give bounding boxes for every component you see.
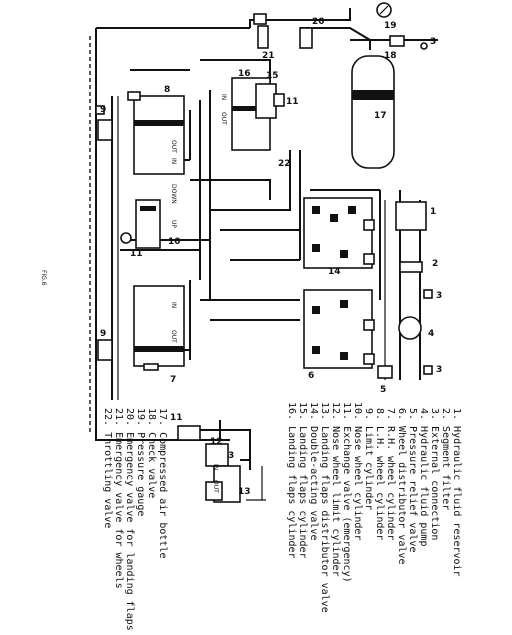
svg-text:OUT: OUT [170, 330, 177, 343]
figure-label: FIG.6 [40, 270, 47, 286]
callout-9b: 9 [100, 329, 106, 339]
port-labels: OUT IN DOWN UP IN OUT IN OUT IN OUT [170, 94, 227, 493]
svg-text:IN: IN [212, 464, 219, 470]
legend-item-7: 7. R.H. wheel cylinder [385, 408, 396, 540]
callout-18: 18 [384, 51, 397, 61]
flaps-distributor [177, 425, 266, 503]
callout-numbers: 21 20 19 18 3 17 16 15 22 11 8 9 10 11 9… [100, 17, 442, 497]
lh-wheel-cylinder [127, 91, 185, 175]
callout-3b: 3 [436, 291, 442, 301]
callout-13: 13 [238, 487, 251, 497]
legend-item-13: 13. Landing flaps distributor valve [319, 402, 330, 613]
legend-item-4: 4. Hydraulic fluid pump [418, 408, 429, 546]
callout-14: 14 [328, 267, 341, 277]
callout-6: 6 [308, 371, 314, 381]
svg-text:OUT: OUT [212, 480, 219, 493]
legend-item-17: 17. Compressed air bottle [157, 408, 168, 559]
callout-21: 21 [262, 51, 275, 61]
callout-10: 10 [168, 237, 181, 247]
legend-item-9: 9. Limit cylinder [363, 408, 374, 510]
legend-item-15: 15. Landing flaps cylinder [297, 402, 308, 559]
legend-item-11: 11. Exchange valve (emergency) [341, 402, 352, 583]
callout-17: 17 [374, 111, 387, 121]
callout-3c: 3 [436, 365, 442, 375]
callout-7: 7 [170, 375, 176, 385]
callout-22: 22 [278, 159, 291, 169]
callout-5: 5 [380, 385, 386, 395]
svg-text:OUT: OUT [220, 112, 227, 125]
legend-item-12: 12. Nose wheel limit cylinder [330, 402, 341, 577]
distributor-valves [303, 197, 375, 369]
svg-text:DOWN: DOWN [170, 184, 177, 204]
callout-16: 16 [238, 69, 251, 79]
svg-text:OUT: OUT [170, 140, 177, 153]
legend-item-20: 20. Emergency valve for landing flaps [124, 408, 135, 631]
nose-wheel-cylinder [120, 199, 161, 249]
compressed-air-bottle [351, 55, 395, 169]
legend: 1. Hydraulic fluid reservoir 2. Segment … [102, 402, 462, 631]
svg-text:UP: UP [170, 220, 177, 228]
legend-item-3: 3. External connection [429, 408, 440, 540]
circuit-lines [89, 8, 430, 470]
svg-text:IN: IN [170, 302, 177, 308]
legend-item-8: 8. L.H. wheel cylinder [374, 408, 385, 540]
callout-11c: 11 [170, 413, 183, 423]
legend-item-18: 18. Check valve [146, 408, 157, 498]
svg-text:IN: IN [220, 94, 227, 100]
legend-item-16: 16. Landing flaps cylinder [286, 402, 297, 559]
callout-11a: 11 [286, 97, 299, 107]
callout-8: 8 [164, 85, 170, 95]
legend-item-19: 19. Pressure gauge [135, 408, 146, 516]
svg-text:IN: IN [170, 158, 177, 164]
callout-9a: 9 [100, 105, 106, 115]
legend-item-5: 5. Pressure relief valve [407, 408, 418, 553]
callout-1: 1 [430, 207, 436, 217]
flaps-cylinder [231, 77, 285, 151]
callout-15: 15 [266, 71, 279, 81]
legend-item-1: 1. Hydraulic fluid reservoir [451, 408, 462, 577]
top-valves [253, 2, 438, 50]
callout-3d: 3 [228, 451, 234, 461]
legend-item-14: 14. Double-acting valve [308, 402, 319, 540]
callout-19: 19 [384, 21, 397, 31]
callout-3a: 3 [430, 37, 436, 47]
legend-item-21: 21. Emergency valve for wheels [113, 408, 124, 589]
callout-11b: 11 [130, 249, 143, 259]
callout-12: 12 [210, 437, 223, 447]
legend-item-6: 6. Wheel distributor valve [396, 408, 407, 565]
callout-2: 2 [432, 259, 438, 269]
legend-item-2: 2. Segment filter [440, 408, 451, 510]
legend-item-22: 22. Throttling valve [102, 408, 113, 528]
limit-cylinders [95, 105, 113, 361]
rh-wheel-cylinder [133, 285, 185, 371]
pump-section [377, 201, 433, 379]
legend-item-10: 10. Nose wheel cylinder [352, 402, 363, 540]
callout-4: 4 [428, 329, 434, 339]
callout-20: 20 [312, 17, 325, 27]
